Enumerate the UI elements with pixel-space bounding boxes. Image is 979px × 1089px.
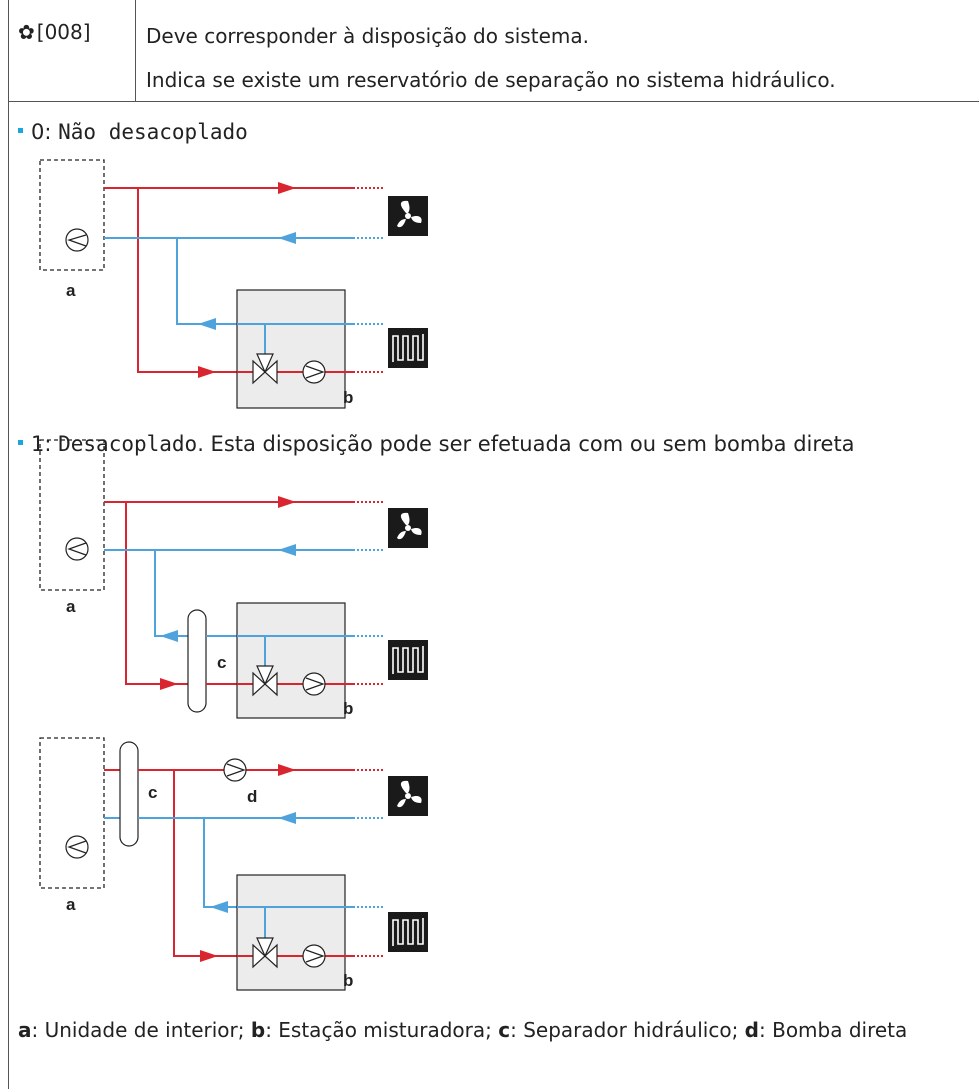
label-b: b [343, 388, 353, 407]
diagram-decoupled-no-pump: a c b [39, 439, 428, 719]
gear-icon: ✿ [18, 20, 35, 44]
legend-text-d: : Bomba direta [759, 1018, 908, 1042]
underfloor-heating-icon [388, 640, 428, 680]
label-d: d [247, 787, 257, 806]
bullet-icon [18, 439, 23, 445]
label-a: a [66, 281, 76, 300]
hydraulic-separator [187, 609, 207, 713]
return-arrow [278, 232, 296, 244]
setting-code: ✿[008] [18, 20, 91, 44]
supply-arrow [278, 182, 296, 194]
pump-icon [65, 835, 89, 859]
underfloor-heating-icon [388, 328, 428, 368]
indoor-unit-box [39, 159, 105, 271]
option-1-number: 1: [31, 432, 52, 456]
mixing-station-box [236, 289, 346, 409]
fan-coil-icon [388, 196, 428, 236]
pump-icon [65, 537, 89, 561]
legend-key-a: a [18, 1018, 32, 1042]
option-1-name: Desacoplado [58, 432, 198, 456]
pump-icon [302, 672, 326, 696]
legend: a: Unidade de interior; b: Estação mistu… [18, 1014, 968, 1046]
legend-key-d: d [744, 1018, 759, 1042]
setting-code-text: [008] [36, 20, 91, 44]
label-b: b [343, 699, 353, 718]
pump-icon [65, 228, 89, 252]
indoor-unit-box [39, 439, 105, 591]
three-way-valve-icon [252, 353, 278, 385]
legend-text-c: : Separador hidráulico; [510, 1018, 745, 1042]
indoor-unit-box [39, 737, 105, 889]
option-0-name: Não desacoplado [58, 120, 248, 144]
direct-pump-icon [223, 758, 247, 782]
fan-coil-icon [388, 776, 428, 816]
pump-icon [302, 944, 326, 968]
fan-coil-icon [388, 508, 428, 548]
diagram-not-decoupled: a b [39, 159, 428, 409]
option-0-number: 0: [31, 120, 52, 144]
header-row: ✿[008] Deve corresponder à disposição do… [8, 0, 979, 102]
three-way-valve-icon [252, 665, 278, 697]
legend-text-a: : Unidade de interior; [31, 1018, 251, 1042]
diagram-decoupled-direct-pump: a c d b [39, 737, 428, 991]
label-b: b [343, 971, 353, 990]
legend-key-b: b [250, 1018, 266, 1042]
option-1: 1: Desacoplado. Esta disposição pode ser… [18, 432, 855, 456]
hydraulic-separator [119, 741, 139, 847]
three-way-valve-icon [252, 937, 278, 969]
pump-icon [302, 360, 326, 384]
label-a: a [66, 597, 76, 616]
legend-key-c: c [498, 1018, 511, 1042]
description-line-2: Indica se existe um reservatório de sepa… [146, 68, 836, 92]
option-0: 0: Não desacoplado [18, 120, 248, 144]
underfloor-heating-icon [388, 912, 428, 952]
table-frame [8, 0, 979, 1089]
legend-text-b: : Estação misturadora; [265, 1018, 499, 1042]
bullet-icon [18, 127, 23, 133]
label-c: c [217, 653, 226, 672]
mixing-station-box [236, 602, 346, 719]
label-c: c [148, 783, 157, 802]
description-line-1: Deve corresponder à disposição do sistem… [146, 24, 589, 48]
mixing-station-box [236, 874, 346, 991]
label-a: a [66, 895, 76, 914]
setting-code-cell: ✿[008] [8, 0, 136, 101]
option-1-description: . Esta disposição pode ser efetuada com … [197, 432, 855, 456]
